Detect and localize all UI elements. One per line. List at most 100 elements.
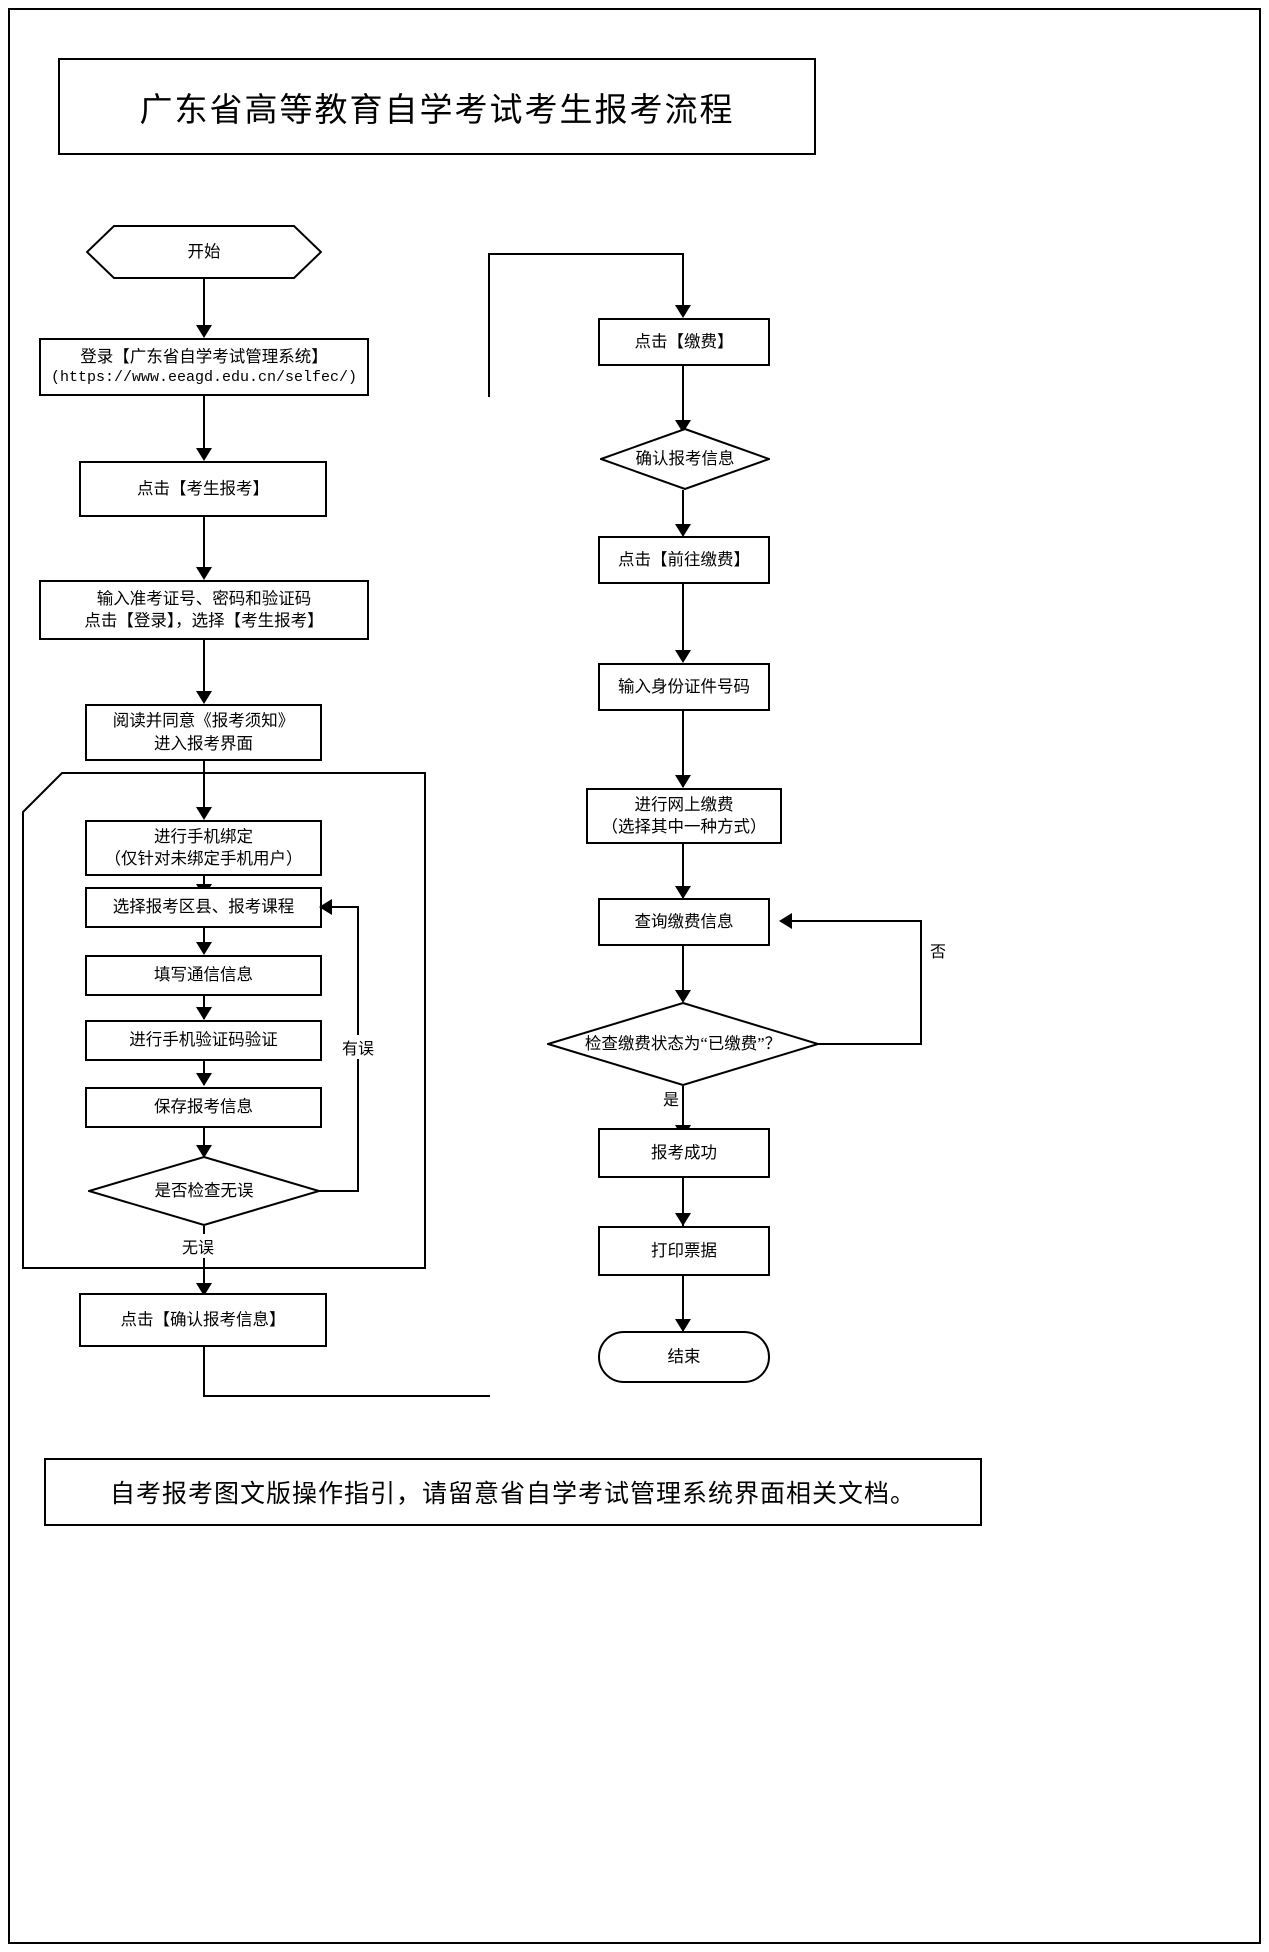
node-bind-phone-line1: 进行手机绑定 — [154, 826, 253, 846]
edge-no-v-up — [920, 921, 922, 1045]
node-end-label: 结束 — [667, 1347, 701, 1367]
edge-no-h-in — [792, 920, 922, 922]
edge-printreceipt-end — [682, 1276, 684, 1332]
edge-selectdistrict-fillcontact — [203, 928, 205, 951]
node-click-goto-pay-label: 点击【前往缴费】 — [618, 549, 750, 569]
arrowhead-fillcontact-verifysms — [196, 1007, 212, 1020]
node-enter-credentials-line2: 点击【登录】，选择【考生报考】 — [84, 611, 324, 630]
node-click-apply: 点击【考生报考】 — [79, 461, 327, 517]
node-login-line1: 登录【广东省自学考试管理系统】 — [80, 346, 328, 366]
edge-clickpay-confirminfo — [682, 366, 684, 420]
edge-label-yes: 是 — [661, 1086, 682, 1110]
loop-container — [22, 772, 426, 1269]
node-check-decision: 是否检查无误 — [88, 1156, 320, 1226]
node-start-label: 开始 — [187, 242, 221, 262]
edge-confirm-v-up — [488, 253, 490, 397]
arrowhead-selectdistrict-fillcontact — [196, 942, 212, 955]
edge-querypay-statusdecision — [682, 946, 684, 1000]
node-login-line2: (https://www.eeagd.edu.cn/selfec/) — [50, 369, 358, 386]
node-online-payment-line1: 进行网上缴费 — [634, 794, 734, 814]
edge-saveinfo-decision — [203, 1128, 205, 1156]
node-bind-phone: 进行手机绑定 （仅针对未绑定手机用户） — [85, 820, 322, 876]
arrowhead-no-to-querypayment — [779, 913, 792, 929]
node-select-district: 选择报考区县、报考课程 — [85, 887, 322, 928]
node-enter-id-number: 输入身份证件号码 — [598, 663, 770, 711]
edge-confirm-v-down — [203, 1347, 205, 1397]
edge-confirminfo-gotopay — [682, 490, 684, 534]
node-click-pay: 点击【缴费】 — [598, 318, 770, 366]
node-confirm-apply-info: 确认报考信息 — [600, 428, 770, 490]
edge-gotopay-idnumber — [682, 584, 684, 660]
arrowhead-top-clickpay — [675, 305, 691, 318]
node-verify-sms-label: 进行手机验证码验证 — [129, 1030, 278, 1050]
edge-label-ok: 无误 — [180, 1234, 217, 1258]
arrowhead-start-login — [196, 325, 212, 338]
node-enter-credentials: 输入准考证号、密码和验证码 点击【登录】，选择【考生报考】 — [39, 580, 369, 640]
arrowhead-saveinfo-decision — [196, 1145, 212, 1158]
edge-idnumber-onlinepay — [682, 711, 684, 787]
page-title: 广东省高等教育自学考试考生报考流程 — [139, 92, 735, 129]
arrowhead-applysuccess-printreceipt — [675, 1213, 691, 1226]
node-print-receipt-label: 打印票据 — [651, 1240, 717, 1260]
node-payment-status-decision-label: 检查缴费状态为“已缴费”？ — [547, 1002, 819, 1086]
edge-label-error: 有误 — [340, 1035, 377, 1059]
node-verify-sms: 进行手机验证码验证 — [85, 1020, 322, 1061]
edge-label-no: 否 — [928, 938, 949, 962]
arrowhead-verifysms-saveinfo — [196, 1073, 212, 1086]
arrowhead-error-to-selectdistrict — [319, 899, 332, 915]
node-select-district-label: 选择报考区县、报考课程 — [112, 897, 295, 917]
arrowhead-idnumber-onlinepay — [675, 775, 691, 788]
footer-note: 自考报考图文版操作指引，请留意省自学考试管理系统界面相关文档。 — [109, 1481, 916, 1508]
arrowhead-printreceipt-end — [675, 1319, 691, 1332]
node-click-goto-pay: 点击【前往缴费】 — [598, 536, 770, 584]
node-end: 结束 — [598, 1331, 770, 1383]
arrowhead-clickapply-credentials — [196, 567, 212, 580]
edge-ok-v-down2 — [203, 1269, 205, 1295]
page-border — [8, 8, 1261, 1944]
edge-onlinepay-querypay — [682, 844, 684, 898]
node-query-payment: 查询缴费信息 — [598, 898, 770, 946]
node-confirm-info: 点击【确认报考信息】 — [79, 1293, 327, 1347]
node-start: 开始 — [86, 225, 322, 279]
decision-line1: 检查缴费状态 — [584, 1034, 684, 1054]
decision-line2: 为“已缴费”？ — [683, 1034, 782, 1054]
edge-no-h-out — [818, 1043, 922, 1045]
node-click-apply-label: 点击【考生报考】 — [137, 478, 269, 498]
arrowhead-querypay-statusdecision — [675, 990, 691, 1003]
node-read-notice-line2: 进入报考界面 — [154, 733, 253, 753]
edge-readnotice-bindphone — [203, 761, 205, 807]
node-query-payment-label: 查询缴费信息 — [634, 911, 734, 931]
title-box: 广东省高等教育自学考试考生报考流程 — [58, 58, 816, 155]
node-login: 登录【广东省自学考试管理系统】 (https://www.eeagd.edu.c… — [39, 338, 369, 396]
node-confirm-info-label: 点击【确认报考信息】 — [120, 1309, 286, 1329]
arrowhead-readnotice-bindphone — [196, 807, 212, 820]
node-bind-phone-line2: （仅针对未绑定手机用户） — [104, 849, 303, 868]
node-enter-credentials-line1: 输入准考证号、密码和验证码 — [96, 588, 312, 608]
edge-confirm-h-right — [203, 1395, 490, 1397]
node-read-notice-line1: 阅读并同意《报考须知》 — [112, 711, 295, 731]
edge-login-clickapply — [203, 396, 205, 448]
node-online-payment: 进行网上缴费 （选择其中一种方式） — [586, 788, 782, 844]
node-fill-contact: 填写通信信息 — [85, 955, 322, 996]
arrowhead-login-clickapply — [196, 448, 212, 461]
edge-top-to-clickpay — [682, 253, 684, 305]
arrowhead-credentials-readnotice — [196, 691, 212, 704]
node-click-pay-label: 点击【缴费】 — [634, 331, 734, 351]
edge-yes-v-down — [682, 1086, 684, 1138]
node-check-decision-label: 是否检查无误 — [154, 1181, 254, 1201]
node-save-info-label: 保存报考信息 — [154, 1097, 253, 1117]
node-apply-success: 报考成功 — [598, 1128, 770, 1178]
edge-credentials-readnotice — [203, 640, 205, 691]
node-apply-success-label: 报考成功 — [651, 1142, 717, 1162]
node-confirm-apply-info-label: 确认报考信息 — [635, 449, 735, 469]
edge-applysuccess-printreceipt — [682, 1178, 684, 1226]
node-enter-id-number-label: 输入身份证件号码 — [618, 676, 750, 696]
arrowhead-gotopay-idnumber — [675, 650, 691, 663]
edge-start-login — [203, 279, 205, 325]
node-online-payment-line2: （选择其中一种方式） — [601, 817, 767, 836]
node-fill-contact-label: 填写通信信息 — [154, 965, 253, 985]
node-read-notice: 阅读并同意《报考须知》 进入报考界面 — [85, 704, 322, 761]
edge-clickapply-credentials — [203, 517, 205, 567]
node-print-receipt: 打印票据 — [598, 1226, 770, 1276]
